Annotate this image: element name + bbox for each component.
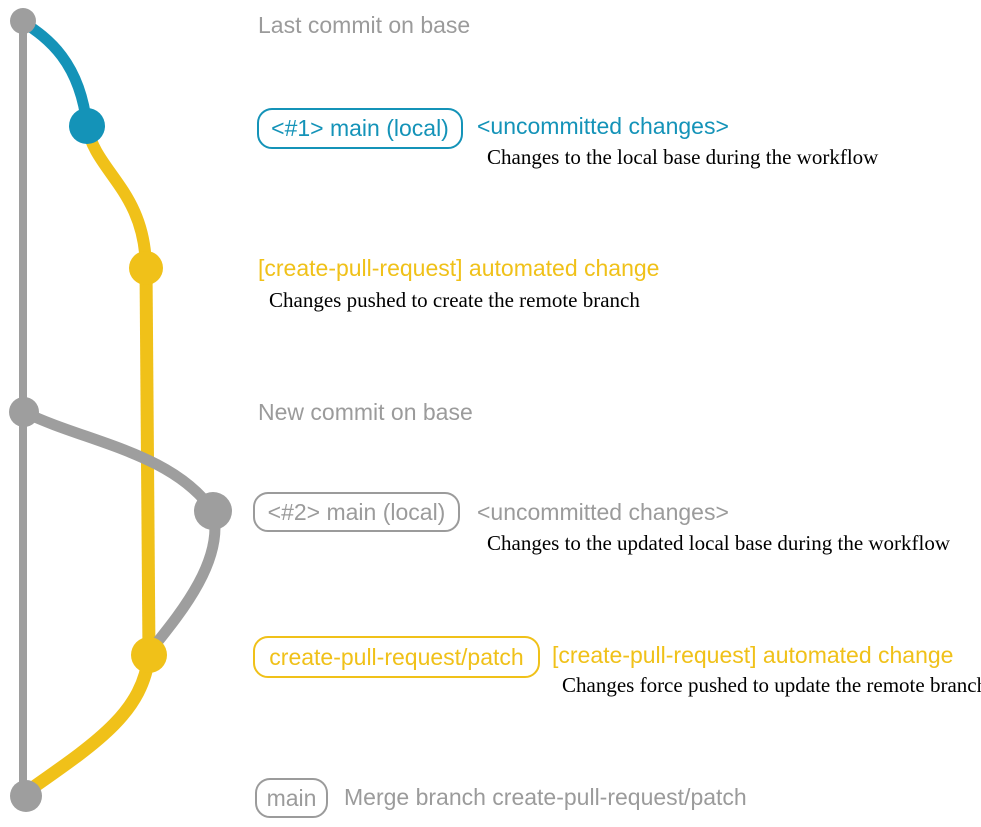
commit-node-uncommitted-1 [69, 108, 105, 144]
branch-badge-main-local-2: <#2> main (local) [253, 492, 460, 532]
local-main-to-patch-curve [145, 505, 221, 656]
local-main-branch-curve-1 [17, 16, 93, 132]
branch-badge-patch: create-pull-request/patch [253, 636, 540, 678]
commit-node-new-base [9, 397, 39, 427]
branch-badge-main-local-1: <#1> main (local) [257, 108, 463, 149]
uncommitted-changes-caption-2: Changes to the updated local base during… [487, 531, 951, 555]
uncommitted-changes-caption-1: Changes to the local base during the wor… [487, 145, 879, 169]
commit-node-merge [10, 780, 42, 812]
automated-change-caption-2: Changes force pushed to update the remot… [562, 673, 981, 697]
commit-graph [9, 8, 232, 812]
new-commit-label: New commit on base [258, 399, 473, 425]
last-commit-label: Last commit on base [258, 12, 471, 38]
commit-node-automated-force-push [131, 637, 167, 673]
automated-change-caption-1: Changes pushed to create the remote bran… [269, 288, 640, 312]
automated-change-label-1: [create-pull-request] automated change [258, 255, 660, 281]
uncommitted-changes-label-1: <uncommitted changes> [477, 113, 729, 139]
uncommitted-changes-label-2: <uncommitted changes> [477, 499, 729, 525]
branch-badge-main: main [255, 778, 328, 818]
patch-branch-merge-curve [21, 648, 156, 798]
local-main-branch-curve-2 [18, 406, 219, 517]
patch-branch-curve-top [81, 120, 152, 274]
merge-commit-label: Merge branch create-pull-request/patch [344, 784, 747, 810]
commit-node-uncommitted-2 [194, 492, 232, 530]
commit-node-automated-push [129, 251, 163, 285]
automated-change-label-2: [create-pull-request] automated change [552, 642, 954, 668]
commit-node-last-base [10, 8, 36, 34]
